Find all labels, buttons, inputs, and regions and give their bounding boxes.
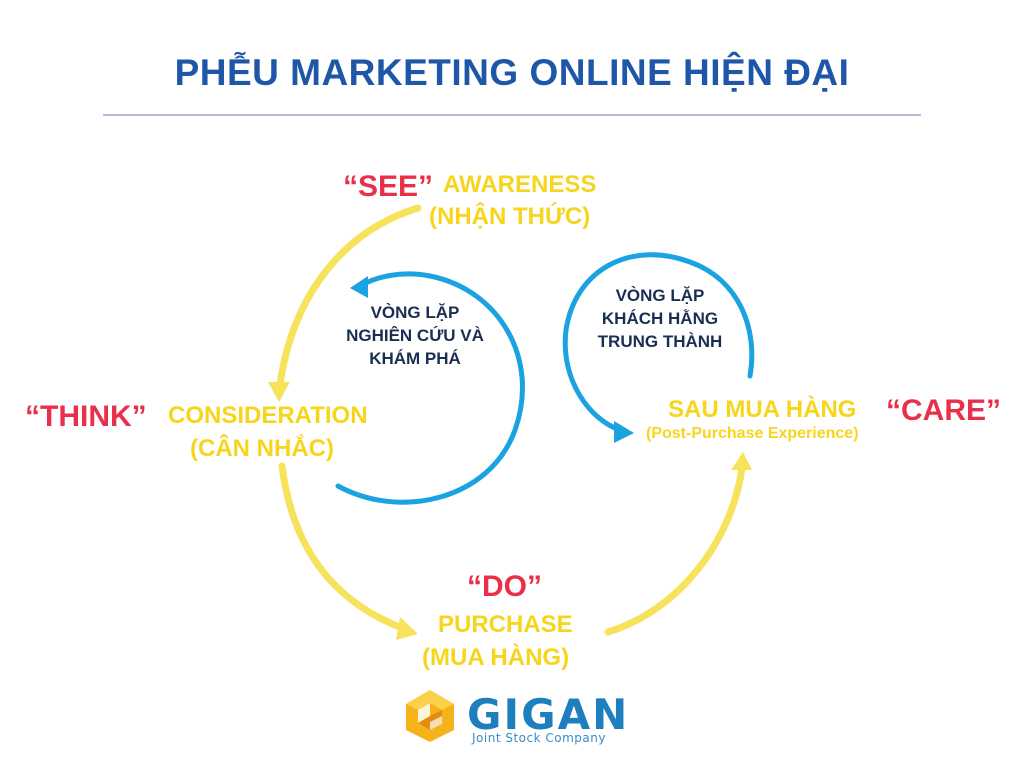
think-quote: “THINK” <box>25 400 147 433</box>
do-stage-name: PURCHASE <box>438 611 573 638</box>
arrow-do-to-care <box>604 464 746 636</box>
care-stage-name: SAU MUA HÀNG <box>668 396 857 423</box>
arrowhead-think-to-do <box>396 617 418 640</box>
arrowhead-see-to-think <box>268 382 290 402</box>
loop-research-arrowhead <box>350 276 368 298</box>
loop-research-arc <box>335 271 525 505</box>
page-title: PHỄU MARKETING ONLINE HIỆN ĐẠI <box>174 52 850 93</box>
think-stage-sub: (CÂN NHẮC) <box>190 435 334 462</box>
care-quote: “CARE” <box>886 394 1002 427</box>
loop-research-line-2: NGHIÊN CỨU VÀ <box>346 325 484 345</box>
do-quote: “DO” <box>467 570 542 603</box>
arrow-think-to-do <box>278 462 406 632</box>
gigan-logo-icon <box>406 690 454 742</box>
loop-loyalty-line-2: KHÁCH HẰNG <box>601 308 719 328</box>
care-stage-sub: (Post-Purchase Experience) <box>646 425 859 442</box>
loop-loyalty-arc <box>562 252 755 433</box>
see-stage-name: AWARENESS <box>443 171 597 198</box>
logo-tagline: Joint Stock Company <box>472 731 606 745</box>
loop-research-label: VÒNG LẶP NGHIÊN CỨU VÀ KHÁM PHÁ <box>330 302 500 371</box>
loop-loyalty-line-3: TRUNG THÀNH <box>597 331 723 351</box>
loop-loyalty-label: VÒNG LẶP KHÁCH HẰNG TRUNG THÀNH <box>585 285 735 354</box>
think-stage-name: CONSIDERATION <box>168 402 368 429</box>
loop-loyalty-line-1: VÒNG LẶP <box>615 286 705 305</box>
do-stage-sub: (MUA HÀNG) <box>422 644 570 671</box>
arrow-see-to-think <box>275 204 422 396</box>
arrowhead-do-to-care <box>731 452 752 470</box>
see-quote: “SEE” <box>343 170 434 203</box>
loop-loyalty-arrowhead <box>614 421 634 443</box>
title-divider <box>103 114 921 116</box>
loop-research-line-1: VÒNG LẶP <box>370 303 460 322</box>
loop-research-line-3: KHÁM PHÁ <box>369 348 461 368</box>
logo-name: GIGAN <box>467 690 630 739</box>
see-stage-sub: (NHẬN THỨC) <box>429 203 591 230</box>
